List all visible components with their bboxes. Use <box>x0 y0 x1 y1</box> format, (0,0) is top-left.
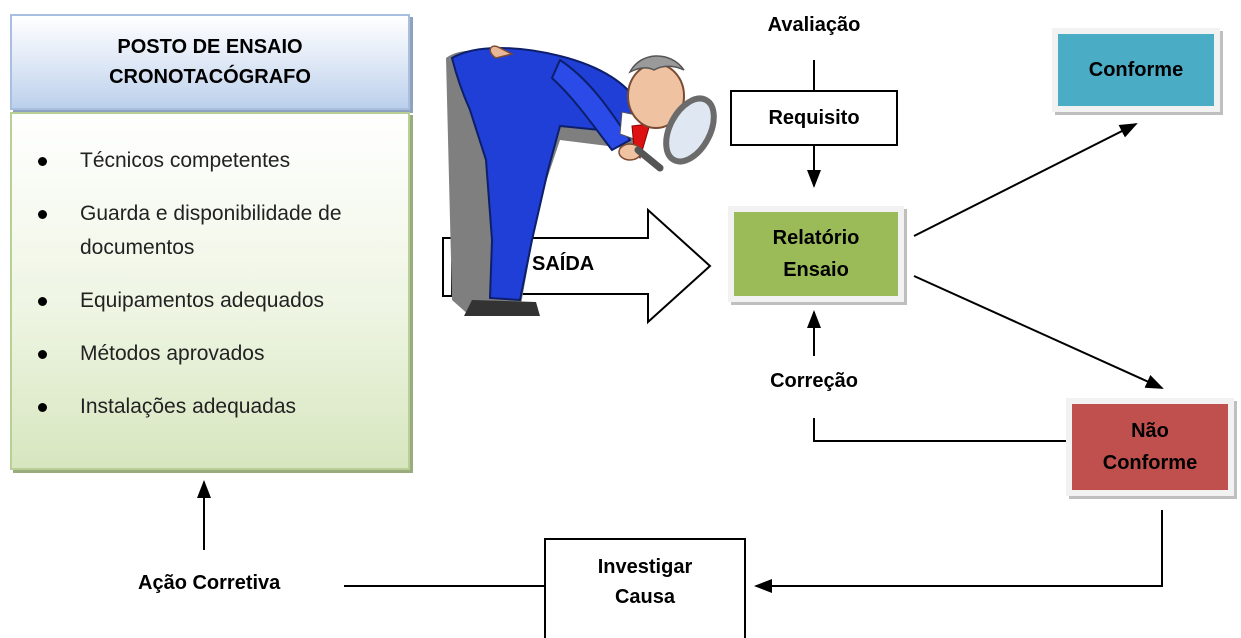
conforme-label: Conforme <box>1088 59 1184 81</box>
bullet-icon <box>38 403 47 412</box>
list-item: Métodos aprovados <box>12 337 408 371</box>
list-item-text: Técnicos competentes <box>80 149 291 172</box>
list-item-text: Métodos aprovados <box>80 342 265 365</box>
line-naoconforme-correcao <box>813 418 1066 442</box>
saida-label: SAÍDA <box>532 253 595 275</box>
posto-header-box: POSTO DE ENSAIO CRONOTACÓGRAFO <box>10 14 410 110</box>
avaliacao-label: Avaliação <box>767 14 861 36</box>
acao-corretiva-label: Ação Corretiva <box>138 572 281 594</box>
bullet-icon <box>38 210 47 219</box>
conforme-box: Conforme <box>1052 28 1220 112</box>
arrow-relatorio-conforme <box>913 123 1138 237</box>
posto-title: POSTO DE ENSAIO CRONOTACÓGRAFO <box>109 36 311 88</box>
bullet-icon <box>38 350 47 359</box>
list-item: Guarda e disponibilidade de documentos <box>12 197 408 265</box>
relatorio-ensaio-core: Relatório Ensaio <box>734 212 898 296</box>
relatorio-ensaio-box: Relatório Ensaio <box>728 206 904 302</box>
conforme-core: Conforme <box>1058 34 1214 106</box>
bullet-icon <box>38 157 47 166</box>
arrow-relatorio-naoconforme <box>913 275 1164 389</box>
nao-conforme-label: Não Conforme <box>1102 420 1198 474</box>
list-item: Instalações adequadas <box>12 390 408 424</box>
requisito-box: Requisito <box>730 90 898 146</box>
posto-requirements-box: Técnicos competentes Guarda e disponibil… <box>10 112 410 470</box>
bullet-icon <box>38 297 47 306</box>
relatorio-ensaio-label: Relatório Ensaio <box>772 227 860 281</box>
list-item-text: Guarda e disponibilidade de documentos <box>80 202 342 259</box>
investigar-causa-label: Investigar Causa <box>597 556 693 608</box>
inspector-illustration <box>446 45 717 316</box>
investigar-causa-box: Investigar Causa <box>544 538 746 638</box>
list-item: Técnicos competentes <box>12 144 408 178</box>
correcao-label: Correção <box>770 370 858 392</box>
arrow-naoconforme-investigar <box>754 510 1163 593</box>
requirements-list: Técnicos competentes Guarda e disponibil… <box>12 144 408 443</box>
requisito-label: Requisito <box>768 107 860 129</box>
list-item: Equipamentos adequados <box>12 284 408 318</box>
list-item-text: Equipamentos adequados <box>80 289 325 312</box>
nao-conforme-box: Não Conforme <box>1066 398 1234 496</box>
list-item-text: Instalações adequadas <box>80 395 296 418</box>
nao-conforme-core: Não Conforme <box>1072 404 1228 490</box>
